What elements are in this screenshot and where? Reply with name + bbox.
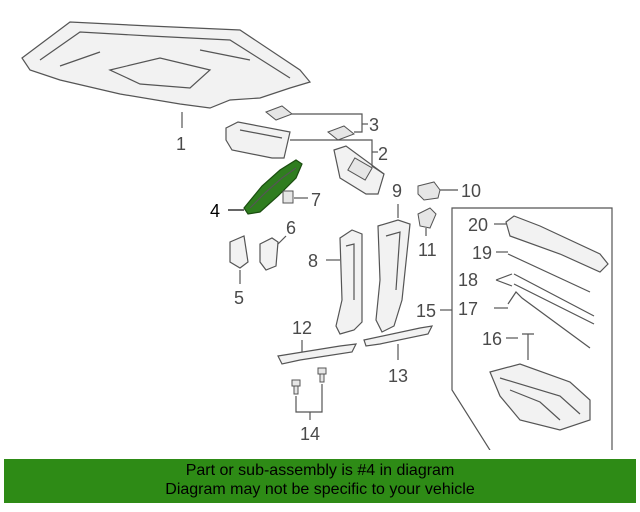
callout-18[interactable]: 18 — [458, 270, 478, 290]
leader-18 — [495, 273, 513, 287]
callout-12[interactable]: 12 — [292, 318, 312, 338]
sill-plate-part-13[interactable] — [363, 325, 434, 347]
callout-1[interactable]: 1 — [176, 134, 186, 154]
parts-diagram: 1 3 2 4 7 5 6 8 — [21, 21, 613, 450]
footer-banner: Part or sub-assembly is #4 in diagram Di… — [4, 459, 636, 503]
b-pillar-trim-part-8[interactable] — [335, 229, 363, 335]
leader-2 — [290, 139, 385, 175]
callout-3[interactable]: 3 — [369, 115, 379, 135]
headliner-part[interactable] — [21, 21, 312, 109]
leader-14 — [295, 384, 323, 413]
wrench-part-16[interactable] — [522, 333, 534, 360]
callout-7[interactable]: 7 — [311, 190, 321, 210]
callout-17[interactable]: 17 — [458, 299, 478, 319]
a-pillar-trim-part-4[interactable] — [243, 159, 303, 215]
clip-part-7[interactable] — [282, 190, 294, 204]
callout-10[interactable]: 10 — [461, 181, 481, 201]
callout-6[interactable]: 6 — [286, 218, 296, 238]
handle-part-17[interactable] — [507, 291, 591, 349]
clip-part-11[interactable] — [417, 207, 437, 229]
rods-part-18[interactable] — [513, 273, 595, 325]
callout-13[interactable]: 13 — [388, 366, 408, 386]
leader-3 — [292, 113, 363, 133]
callout-5[interactable]: 5 — [234, 288, 244, 308]
callout-2[interactable]: 2 — [378, 144, 388, 164]
leader-6 — [277, 235, 287, 245]
tool-kit-box — [451, 207, 613, 450]
callout-20[interactable]: 20 — [468, 215, 488, 235]
tool-bag-part-20[interactable] — [505, 215, 609, 273]
callout-16[interactable]: 16 — [482, 329, 502, 349]
callout-8[interactable]: 8 — [308, 251, 318, 271]
callout-19[interactable]: 19 — [472, 243, 492, 263]
fasteners-part-14[interactable] — [291, 367, 327, 395]
c-pillar-trim-part-9[interactable] — [375, 219, 411, 333]
jack[interactable] — [489, 363, 591, 431]
clip-part-10[interactable] — [417, 181, 441, 201]
callout-9[interactable]: 9 — [392, 181, 402, 201]
sill-plate-part-12[interactable] — [277, 343, 358, 365]
callout-11[interactable]: 11 — [418, 240, 437, 260]
sun-visor-right[interactable] — [333, 145, 385, 195]
rod-part-19[interactable] — [507, 253, 591, 293]
trim-part-5[interactable] — [229, 235, 249, 269]
callout-14[interactable]: 14 — [300, 424, 320, 444]
callout-4[interactable]: 4 — [210, 201, 220, 221]
callout-15[interactable]: 15 — [416, 301, 436, 321]
footer-line-1: Part or sub-assembly is #4 in diagram — [185, 462, 455, 479]
trim-part-6[interactable] — [259, 237, 279, 271]
sun-visor-left[interactable] — [225, 121, 291, 159]
footer-line-2: Diagram may not be specific to your vehi… — [165, 481, 475, 498]
